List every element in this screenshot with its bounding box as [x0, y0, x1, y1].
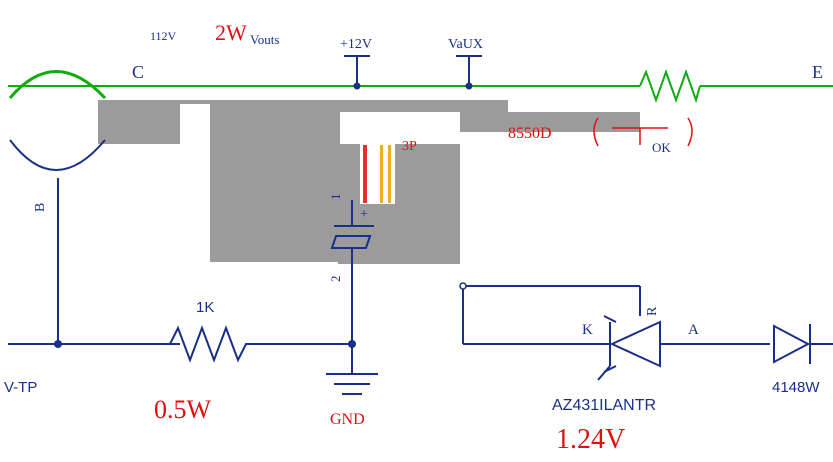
label-gnd: GND — [330, 411, 365, 428]
label-node-c: C — [132, 62, 144, 82]
shunt-regulator-symbol — [597, 315, 661, 381]
label-diode: 4148W — [772, 379, 820, 396]
gray-occlusion-area — [8, 100, 640, 264]
label-cap-plus: + — [360, 207, 368, 222]
resistor-1k — [169, 325, 352, 363]
transistor-symbol — [593, 117, 693, 147]
label-plus12v: +12V — [340, 37, 372, 52]
label-shunt-ref: AZ431ILANTR — [552, 397, 656, 414]
capacitor-symbol — [330, 200, 374, 344]
label-left-net: V-TP — [4, 379, 37, 396]
label-cap-3p: 3P — [402, 139, 417, 154]
label-ok: OK — [652, 140, 671, 155]
label-node-e: E — [812, 62, 823, 82]
label-vaux: VaUX — [448, 37, 483, 52]
label-power-05w: 0.5W — [154, 395, 212, 424]
label-pin2: 2 — [328, 276, 343, 283]
label-pin-a: A — [688, 322, 699, 338]
junction-vaux — [465, 82, 473, 90]
base-wire — [8, 178, 180, 345]
label-resistor-1k: 1K — [196, 299, 214, 316]
junction-12v — [353, 82, 361, 90]
label-top-rating: 112V — [150, 29, 177, 43]
label-vout: Vouts — [250, 32, 279, 47]
junction-base — [54, 340, 62, 348]
shunt-feedback-wire — [462, 285, 833, 345]
diode-symbol — [773, 324, 811, 364]
coil-arc — [8, 70, 107, 171]
power-taps — [344, 55, 482, 86]
label-pin-b: B — [33, 203, 48, 212]
node-open-circle — [459, 282, 467, 290]
label-transistor: 8550D — [508, 125, 552, 142]
label-pin-k: K — [582, 322, 593, 338]
top-rail-wire — [8, 69, 833, 104]
label-power-2w: 2W — [215, 20, 247, 45]
label-ref-voltage: 1.24V — [556, 424, 625, 455]
label-pin1: 1 — [328, 194, 343, 201]
label-pin-r: R — [645, 306, 660, 316]
ground-symbol — [326, 344, 378, 395]
